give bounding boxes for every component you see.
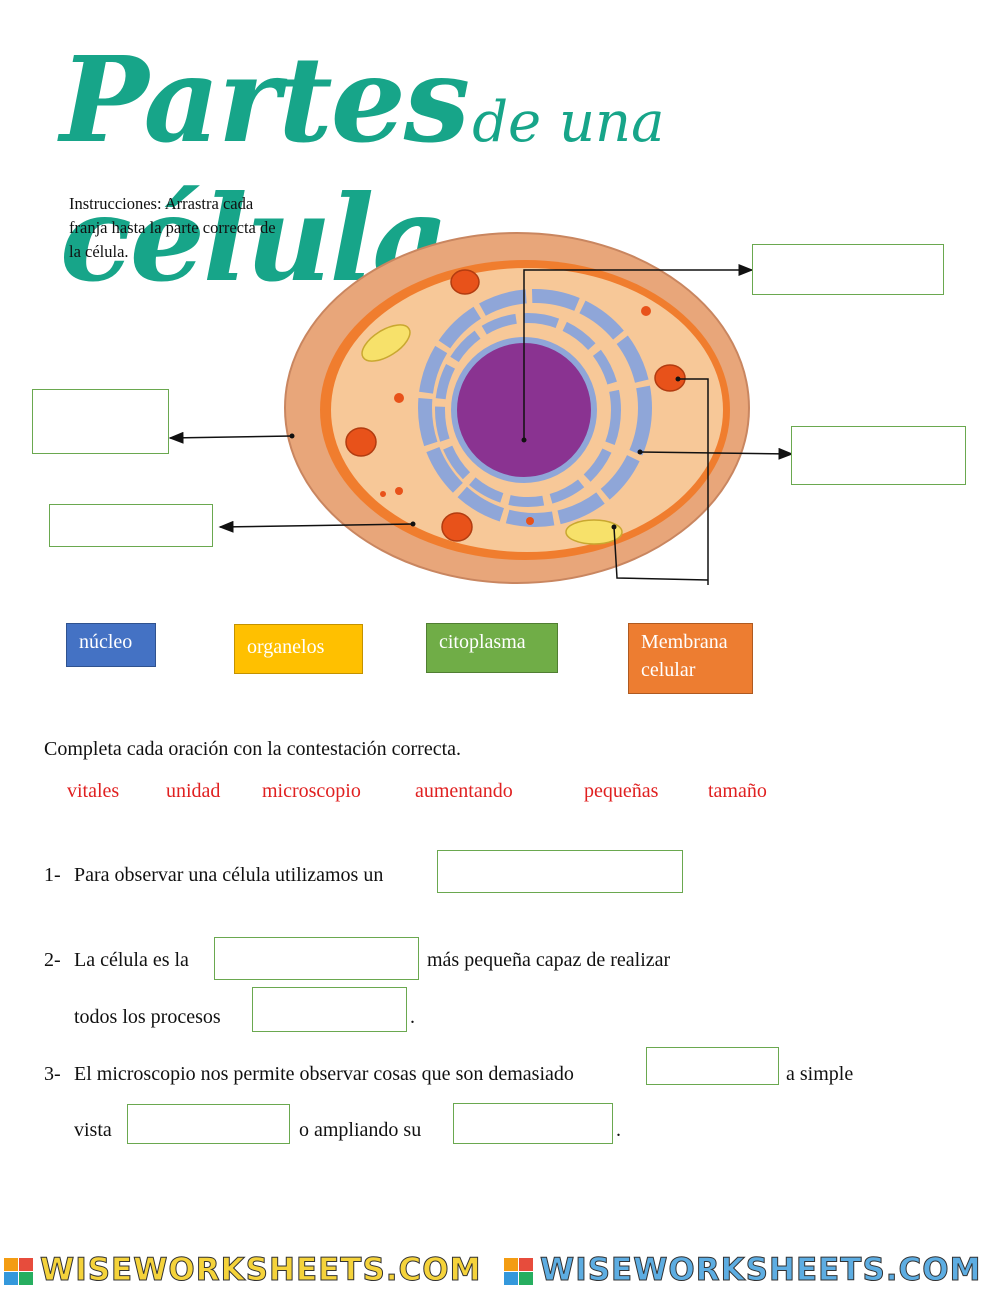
leader-organelles [639,447,794,460]
word-bank-item: tamaño [708,780,767,802]
drop-zone-organelles[interactable] [791,426,966,485]
q1-text: Para observar una célula utilizamos un [74,864,384,886]
leader-nucleus [523,264,754,440]
drop-zone-outer[interactable] [32,389,169,454]
tile-citoplasma[interactable]: citoplasma [426,623,558,673]
cell-diagram [168,232,794,585]
q3-text-b: a simple [786,1063,854,1085]
organelle-red-3 [654,364,686,392]
footer-brand-text: WISEWORKSHEETS.COM [540,1252,982,1289]
q3-number: 3- [44,1063,61,1085]
word-bank-item: aumentando [415,780,513,802]
q3-text-d: o ampliando su [299,1119,422,1141]
leader-lines [168,264,794,585]
q2-text-c: todos los procesos [74,1006,221,1028]
q3-end-period: . [616,1119,621,1141]
q2-answer-field-2[interactable] [252,987,407,1032]
mitochondrion-2 [565,519,623,545]
endoplasmic-reticulum [418,289,652,527]
q3-answer-field-1[interactable] [646,1047,779,1085]
q2-answer-field-1[interactable] [214,937,419,980]
tile-organelos[interactable]: organelos [234,624,363,674]
vesicle-5 [526,517,534,525]
wise-logo-icon-1 [4,1258,33,1285]
organelle-red-2 [345,427,377,457]
footer-branding: WISEWORKSHEETS.COM WISEWORKSHEETS.COM [0,1252,1000,1291]
vesicle-4 [380,491,386,497]
leader-inner [218,520,414,533]
endoplasmic-reticulum-inner [435,313,621,507]
footer-brand-text: WISEWORKSHEETS.COM [40,1252,482,1289]
vesicle-2 [641,306,651,316]
tile-membrana-celular[interactable]: Membrana celular [628,623,753,694]
exercise-prompt: Completa cada oración con la contestació… [44,738,462,760]
q1-number: 1- [44,864,61,886]
tile-nucleo[interactable]: núcleo [66,623,156,667]
word-bank-item: pequeñas [584,780,659,802]
q3-text-a: El microscopio nos permite observar cosa… [74,1063,574,1085]
vesicle-1 [394,393,404,403]
q1-answer-field[interactable] [437,850,683,893]
word-bank-item: unidad [166,780,221,802]
drop-zone-inner[interactable] [49,504,213,547]
word-bank-item: vitales [67,780,120,802]
q2-text-b: más pequeña capaz de realizar [427,949,671,971]
q3-answer-field-3[interactable] [453,1103,613,1144]
drop-zone-nucleus[interactable] [752,244,944,295]
wise-logo-icon-2 [504,1258,533,1285]
word-bank-item: microscopio [262,780,361,802]
q2-number: 2- [44,949,61,971]
vesicle-3 [395,487,403,495]
organelle-red-1 [450,269,480,295]
page-title: Partes de una célula [60,30,940,308]
title-part-2: de una [472,90,665,155]
leader-organelles-bracket [613,378,709,585]
q3-answer-field-2[interactable] [127,1104,290,1144]
title-part-1: Partes [60,30,470,169]
mitochondrion-1 [361,324,411,362]
instructions-text: Instrucciones: Arrastra cada franja hast… [69,194,276,261]
q2-end-period: . [410,1006,415,1028]
q2-text-a: La célula es la [74,949,189,971]
organelle-red-4 [441,512,473,542]
leader-outer [168,431,293,444]
q3-text-c: vista [74,1119,112,1141]
